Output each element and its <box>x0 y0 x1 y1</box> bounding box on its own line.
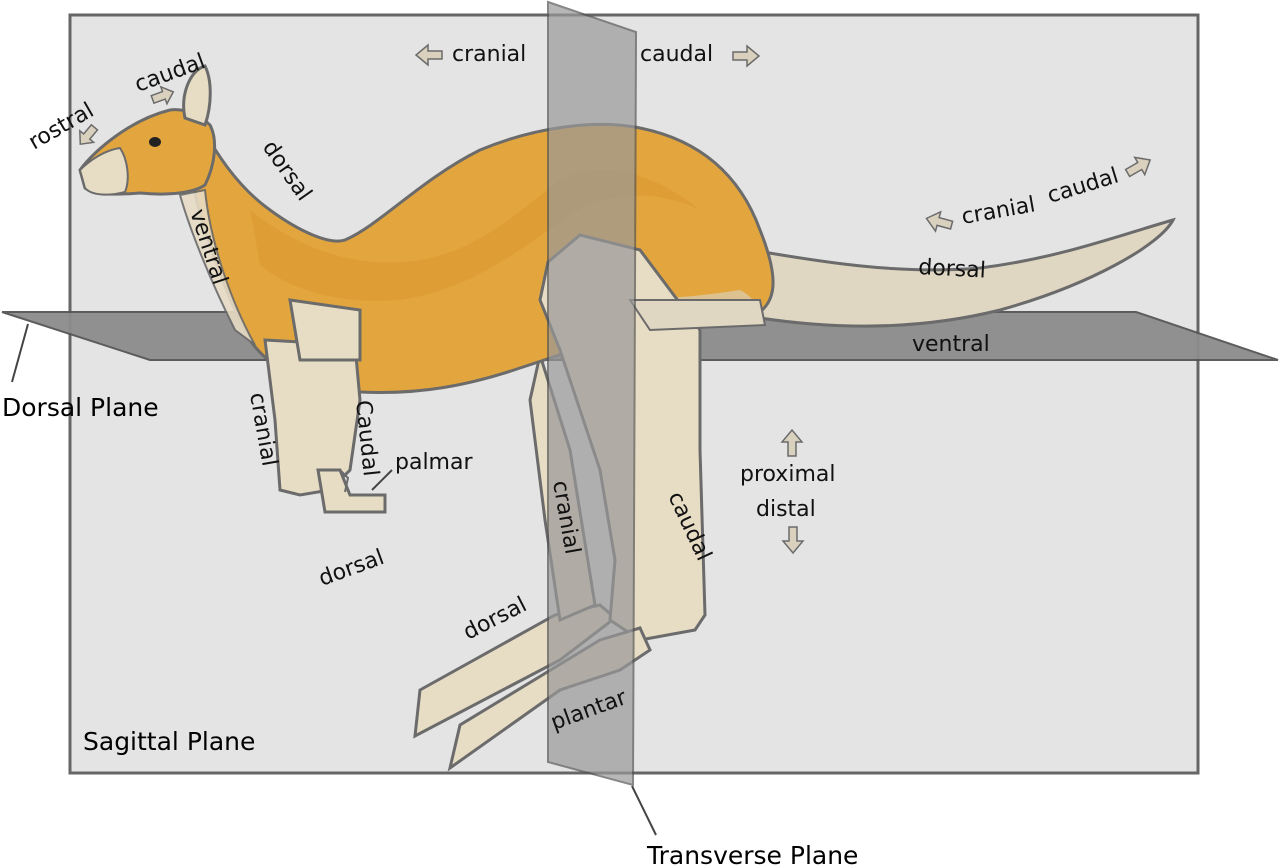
label-proximal: proximal <box>740 462 835 487</box>
kangaroo-tail <box>737 217 1176 328</box>
arrow-icon <box>1124 156 1152 178</box>
sagittal-plane-label: Sagittal Plane <box>83 727 255 756</box>
palmar-leader <box>371 469 393 491</box>
arrow-icon <box>925 210 954 233</box>
forelimb <box>263 298 387 514</box>
arrow-icon <box>414 43 443 67</box>
arrow-icon <box>150 85 175 106</box>
label-top-caudal: caudal <box>640 42 713 67</box>
label-tail-dorsal: dorsal <box>918 255 987 284</box>
snout <box>78 146 129 196</box>
kangaroo-eye <box>149 137 161 147</box>
arrow-icon <box>732 44 761 68</box>
label-tail-ventral: ventral <box>912 332 990 357</box>
dorsal-plane-label: Dorsal Plane <box>2 393 159 422</box>
arrow-icon <box>781 526 805 555</box>
arrow-icon <box>79 123 99 146</box>
label-distal: distal <box>756 497 816 522</box>
label-top-cranial: cranial <box>452 42 526 67</box>
neck-front <box>178 188 256 346</box>
dorsal-plane-leader <box>11 323 29 383</box>
arrow-icon <box>780 428 804 457</box>
kangaroo-ear <box>182 64 212 127</box>
transverse-plane <box>547 0 638 787</box>
label-palmar: palmar <box>395 450 473 475</box>
transverse-plane-label: Transverse Plane <box>646 841 858 867</box>
transverse-plane-leader <box>631 785 657 836</box>
